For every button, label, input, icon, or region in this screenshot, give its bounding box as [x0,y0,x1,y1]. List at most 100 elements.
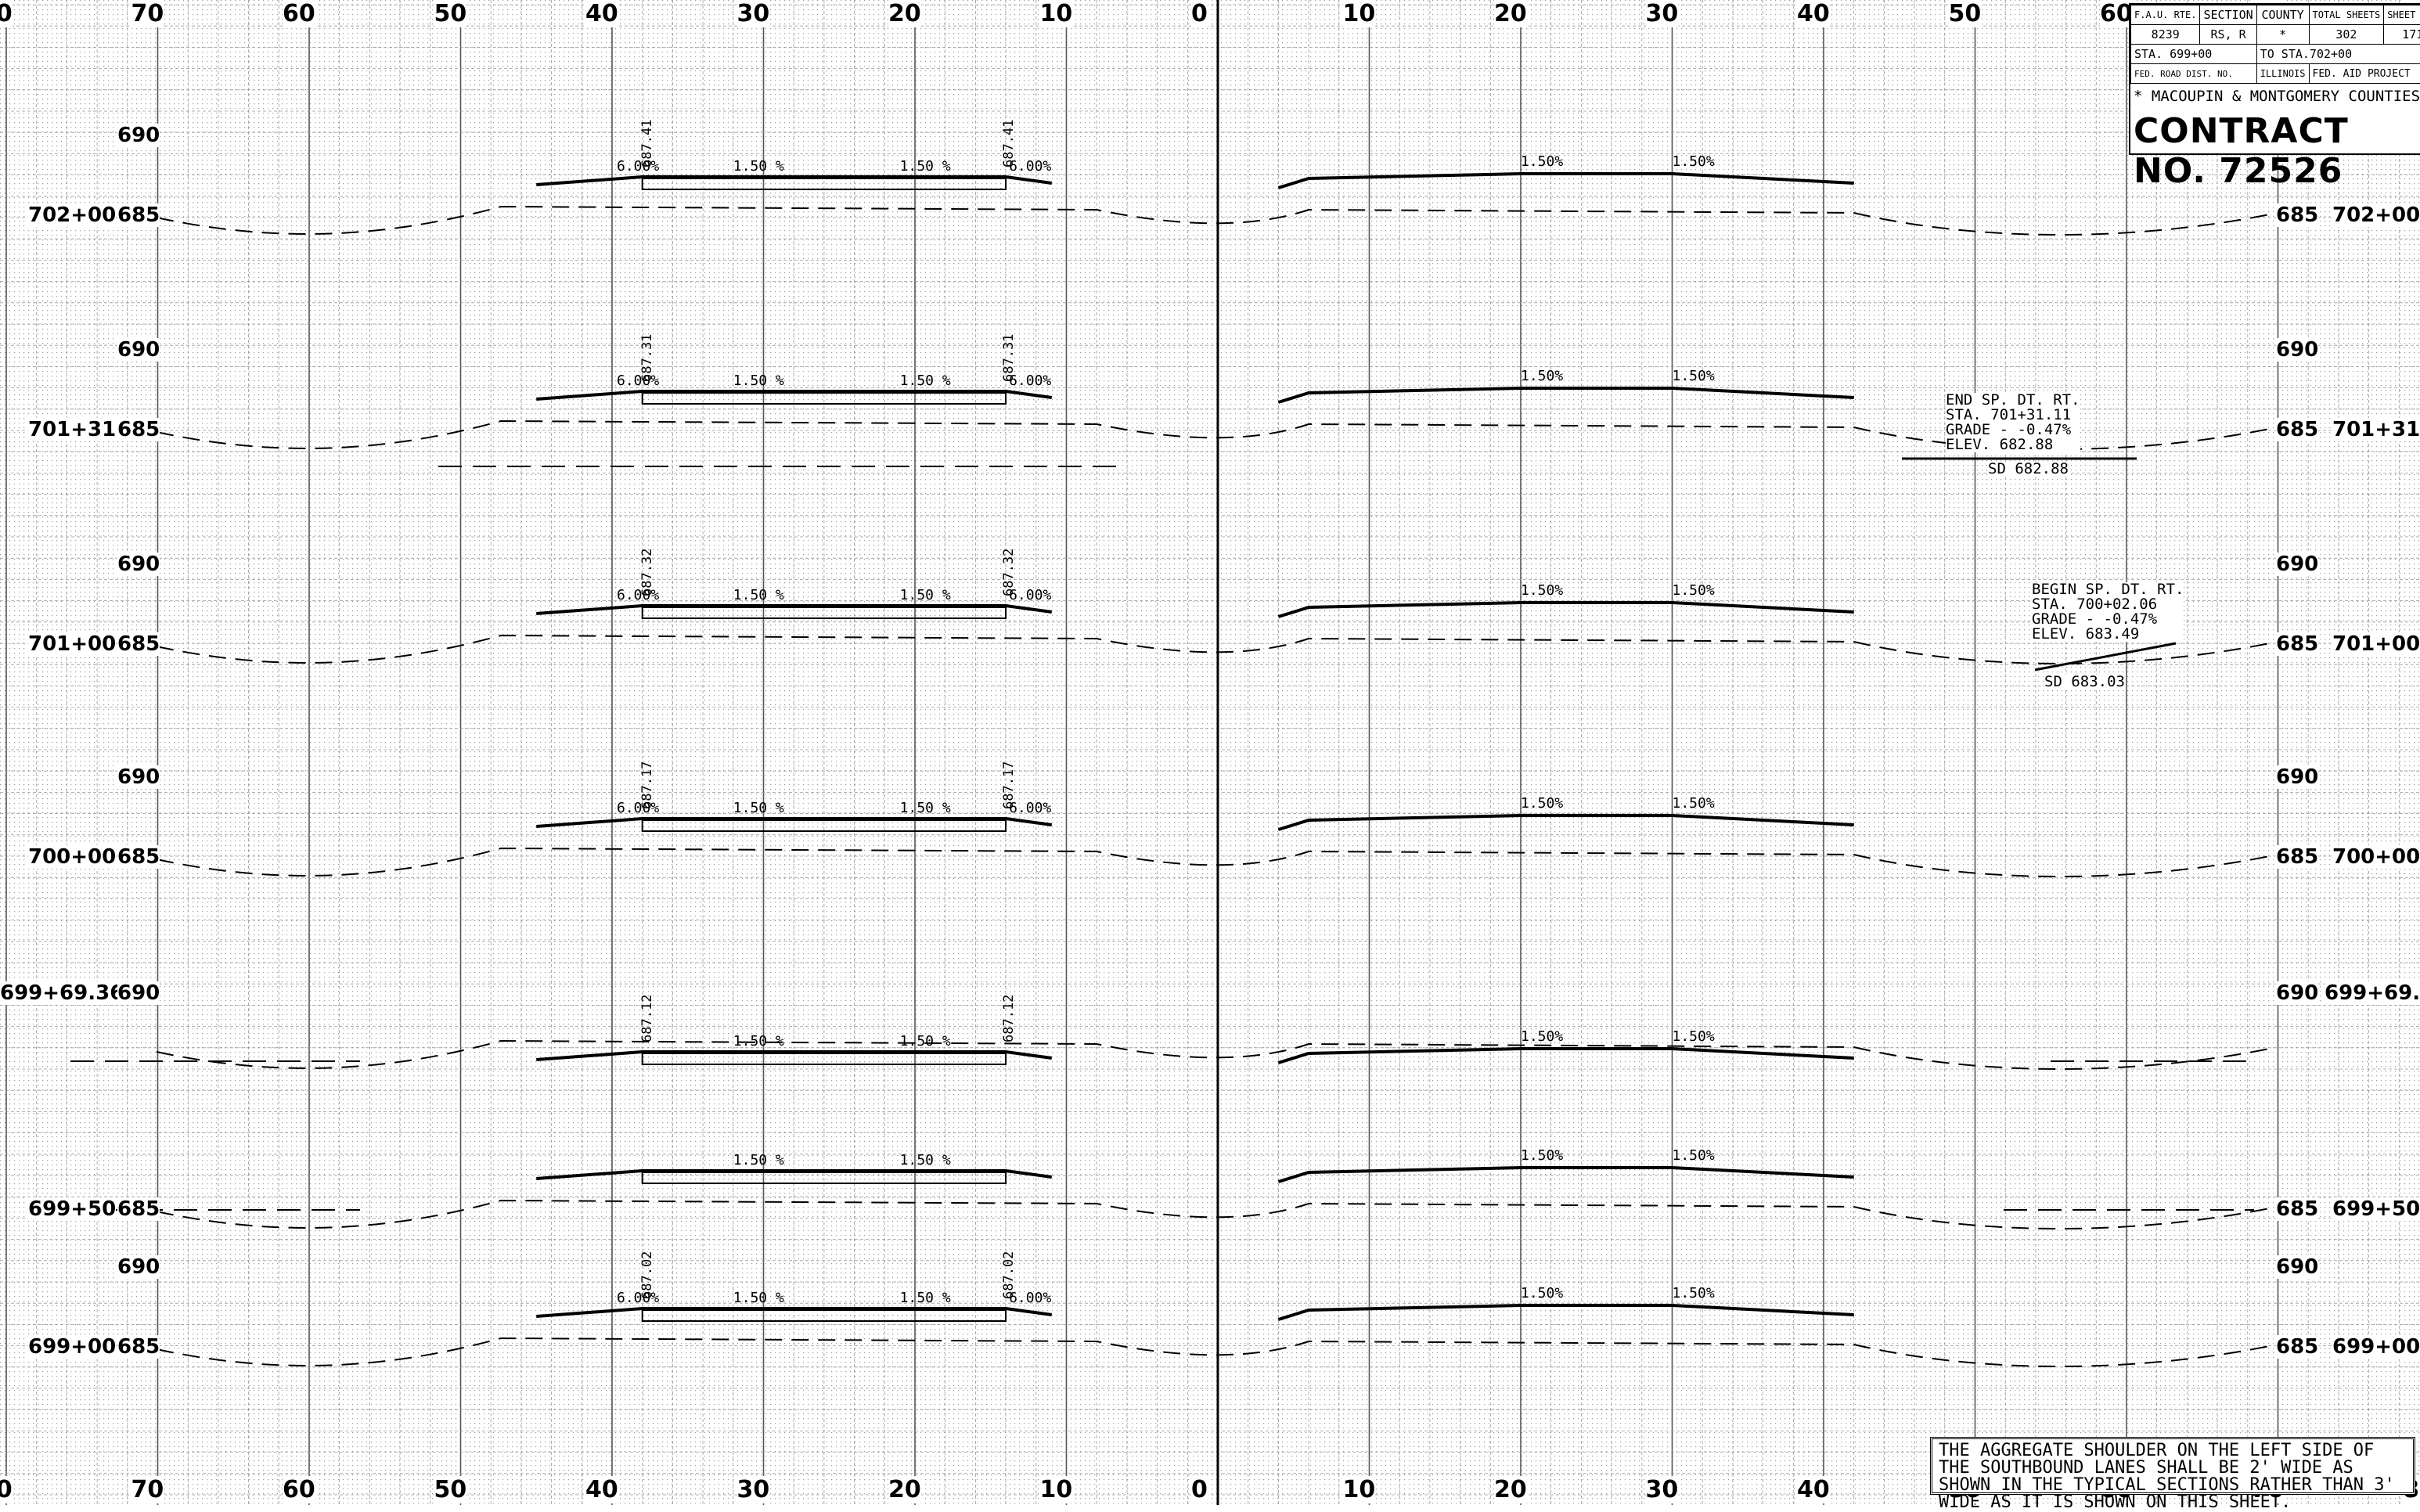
offset-tick-label: 40 [1797,1476,1830,1503]
slope-label: 1.50% [1672,582,1715,599]
station-label-right: 699+50 [2332,1197,2420,1221]
title-col-rte: F.A.U. RTE. [2130,5,2201,25]
elevation-note: 687.32 [639,548,655,596]
elevation-label-lower: 685 [117,845,160,869]
offset-tick-label: 40 [585,0,618,27]
elevation-note: 687.31 [639,333,655,382]
elevation-label-lower-right: 685 [2276,418,2319,441]
elevation-label-upper: 690 [117,1255,160,1279]
offset-tick-label: 80 [0,1476,13,1503]
elevation-label-upper-right: 690 [2276,981,2319,1005]
existing-ground [156,1337,2271,1367]
offset-tick-label: 20 [1494,0,1527,27]
offset-tick-label: 60 [283,1476,315,1503]
nb-pavement-surface [536,1169,1053,1180]
elevation-label-lower-right: 685 [2276,203,2319,227]
slope-label: 1.50 % [899,158,951,175]
nb-pavement-hatch [641,607,1007,619]
elevation-label-upper-right: 690 [2276,765,2319,789]
elevation-note: 687.32 [1001,548,1017,596]
slope-label: 6.00% [1009,587,1052,603]
slope-label: 1.50% [1521,1285,1564,1301]
existing-ground [156,1199,2271,1229]
station-label-right: 700+00 [2332,845,2420,869]
slope-label: 6.00% [617,800,660,816]
offset-tick-label: 30 [1645,1476,1679,1503]
elevation-label-lower: 685 [117,203,160,227]
sb-pavement-surface [1277,601,1854,618]
title-sta-from: STA. 699+00 [2130,44,2257,64]
elevation-label-lower-right: 685 [2276,1197,2319,1221]
sb-pavement-surface [1277,814,1854,831]
title-sta-to: TO STA.702+00 [2256,44,2420,64]
nb-pavement-surface [536,1307,1053,1318]
nb-pavement-hatch [641,178,1007,190]
slope-label: 6.00% [617,373,660,389]
title-state: ILLINOIS [2256,63,2310,84]
slope-label: 1.50% [1672,368,1715,384]
elevation-label-lower: 685 [117,1335,160,1359]
slope-label: 1.50% [1521,368,1564,384]
offset-tick-label: 0 [1191,0,1208,27]
nb-pavement-hatch [641,1309,1007,1322]
slope-label: 1.50 % [899,1290,951,1306]
slope-label: 1.50% [1521,795,1564,812]
offset-tick-label: 50 [434,0,467,27]
slope-label: 1.50 % [899,800,951,816]
begin-sp-note: BEGIN SP. DT. RT. STA. 700+02.06 GRADE -… [2032,581,2184,643]
station-label-left: 699+50 [28,1197,117,1221]
offset-tick-label: 10 [1039,0,1073,27]
elevation-note: 687.41 [1001,119,1017,167]
offset-tick-label: 10 [1039,1476,1073,1503]
offset-tick-label: 40 [585,1476,618,1503]
slope-label: 6.00% [1009,1290,1052,1306]
nb-pavement-surface [536,390,1053,401]
slope-label: 6.00% [617,1290,660,1306]
sb-pavement-surface [1277,387,1854,404]
station-label-right: 702+00 [2332,203,2420,227]
offset-tick-label: 40 [1797,0,1830,27]
slope-label: 1.50 % [733,158,784,175]
slope-label: 6.00% [1009,158,1052,175]
offset-tick-label: 80 [0,0,13,27]
end-sp-note: END SP. DT. RT. STA. 701+31.11 GRADE - -… [1946,391,2080,453]
elevation-label-upper: 690 [117,553,160,576]
nb-pavement-hatch [641,1172,1007,1184]
title-county: * [2256,24,2310,45]
offset-tick-label: 20 [1494,1476,1527,1503]
elevation-note: 687.41 [639,119,655,167]
title-col-county: COUNTY [2256,5,2310,25]
station-label-left: 700+00 [28,845,117,869]
elevation-label-upper-right: 690 [2276,338,2319,362]
offset-tick-label: 30 [736,1476,770,1503]
title-block: F.A.U. RTE. SECTION COUNTY TOTAL SHEETS … [2129,3,2420,155]
counties-label: * MACOUPIN & MONTGOMERY COUNTIES [2134,88,2420,105]
elevation-label-upper-right: 690 [2276,553,2319,576]
sb-pavement-surface [1277,1304,1854,1321]
title-sheet-no: 171 [2383,24,2420,45]
sb-pavement-surface [1277,1047,1854,1064]
offset-tick-label: 20 [888,0,921,27]
slope-label: 1.50 % [899,373,951,389]
nb-pavement-surface [536,1050,1053,1061]
slope-label: 1.50 % [899,587,951,603]
existing-ground [156,847,2271,877]
contract-number: CONTRACT NO. 72526 [2134,111,2349,191]
slope-label: 6.00% [617,158,660,175]
elevation-label-upper: 690 [117,981,160,1005]
slope-label: 1.50% [1521,153,1564,170]
slope-label: 6.00% [1009,800,1052,816]
begin-sd-note: SD 683.03 [2044,673,2125,690]
title-fed-dist: FED. ROAD DIST. NO. [2130,63,2257,84]
slope-label: 1.50% [1521,582,1564,599]
offset-tick-label: 70 [131,0,164,27]
station-label-right: 699+69.36 [2325,981,2420,1005]
elevation-label-lower-right: 685 [2276,1335,2319,1359]
slope-label: 1.50 % [733,373,784,389]
elevation-note: 687.17 [639,761,655,809]
elevation-label-upper: 690 [117,338,160,362]
existing-ground [156,205,2271,236]
